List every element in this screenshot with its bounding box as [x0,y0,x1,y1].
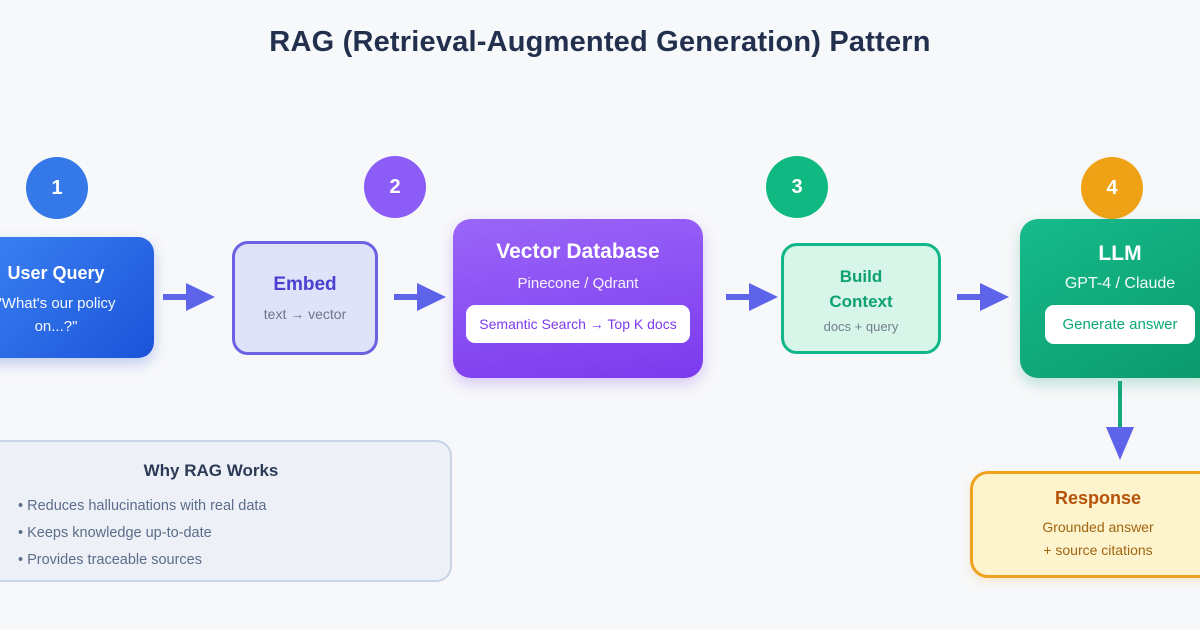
node-embed: Embed text → vector [232,241,378,355]
why-rag-panel: Why RAG Works Reduces hallucinations wit… [0,440,452,582]
arrow-right-icon [394,283,446,311]
arrow-down-stem [1118,381,1122,427]
arrow-stem [957,294,980,300]
arrow-down-icon [1106,427,1134,460]
arrow-right-icon [726,283,778,311]
arrow-stem [726,294,749,300]
node-llm: LLM GPT-4 / Claude Generate answer [1020,219,1200,378]
step-badge-1: 1 [26,157,88,219]
page-title: RAG (Retrieval-Augmented Generation) Pat… [269,26,931,58]
arrow-stem [163,294,186,300]
node-build-context: Build Context docs + query [781,243,941,354]
build-context-title: Build Context [829,266,893,312]
why-rag-bullet-list: Reduces hallucinations with real data Ke… [0,493,450,574]
vector-db-badge: Semantic Search → Top K docs [466,305,690,343]
llm-title: LLM [1098,242,1142,265]
node-response: Response Grounded answer + source citati… [970,471,1200,578]
step-badge-3: 3 [766,156,828,218]
arrow-right-icon [957,283,1009,311]
arrow-head [980,283,1009,311]
response-subtitle: Grounded answer + source citations [1042,516,1153,561]
vector-db-title: Vector Database [496,240,660,263]
arrow-head [186,283,215,311]
build-context-subtitle: docs + query [823,318,899,334]
arrow-head [749,283,778,311]
embed-title: Embed [273,274,337,295]
why-rag-bullet: Keeps knowledge up-to-date [18,520,450,547]
why-rag-title: Why RAG Works [143,461,279,480]
embed-subtitle: text → vector [263,306,347,322]
step-badge-2: 2 [364,156,426,218]
response-subtitle-line1: Grounded answer [1042,519,1154,536]
arrow-right-icon [163,283,215,311]
step-badge-4: 4 [1081,157,1143,219]
llm-badge: Generate answer [1045,305,1195,344]
llm-subtitle: GPT-4 / Claude [1064,275,1176,292]
user-query-subtitle: "What's our policy on...?" [0,294,116,335]
response-title: Response [1054,488,1142,509]
node-user-query: User Query "What's our policy on...?" [0,237,154,358]
why-rag-bullet: Provides traceable sources [18,547,450,574]
arrow-head [417,283,446,311]
node-vector-database: Vector Database Pinecone / Qdrant Semant… [453,219,703,378]
response-subtitle-line2: + source citations [1043,541,1153,558]
vector-db-subtitle: Pinecone / Qdrant [517,275,639,292]
user-query-title: User Query [7,262,105,283]
arrow-stem [394,294,417,300]
why-rag-bullet: Reduces hallucinations with real data [18,493,450,520]
